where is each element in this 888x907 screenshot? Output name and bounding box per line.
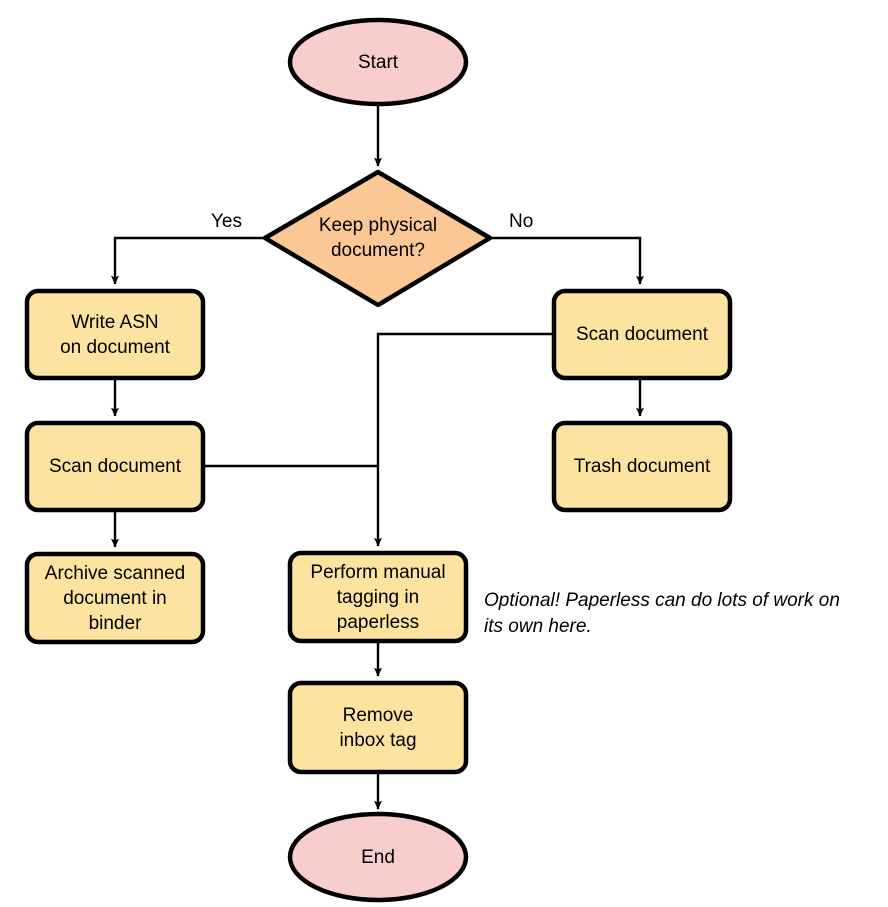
node-layer <box>24 17 733 903</box>
edge-label-no: No <box>509 211 534 232</box>
edge-decision-no-to-scan-right <box>490 236 644 285</box>
edge-label-yes: Yes <box>211 211 242 232</box>
edge-decision-yes-to-write-asn <box>111 236 265 285</box>
connector-layer <box>111 104 644 810</box>
node-scan-document-right-shape[interactable] <box>551 288 733 381</box>
node-perform-manual-tagging-shape[interactable] <box>287 550 469 644</box>
node-write-asn-shape[interactable] <box>24 288 206 381</box>
node-trash-document-shape[interactable] <box>551 420 733 513</box>
optional-note: Optional! Paperless can do lots of work … <box>484 590 840 637</box>
node-remove-inbox-tag-shape[interactable] <box>287 680 469 775</box>
node-keep-physical-document-shape[interactable] <box>262 169 493 308</box>
node-archive-scanned-shape[interactable] <box>24 551 206 645</box>
node-scan-document-left-shape[interactable] <box>24 420 206 513</box>
node-start-shape[interactable] <box>287 17 469 107</box>
edge-scan-right-to-manual-tagging <box>374 332 553 547</box>
node-end-shape[interactable] <box>287 811 469 903</box>
